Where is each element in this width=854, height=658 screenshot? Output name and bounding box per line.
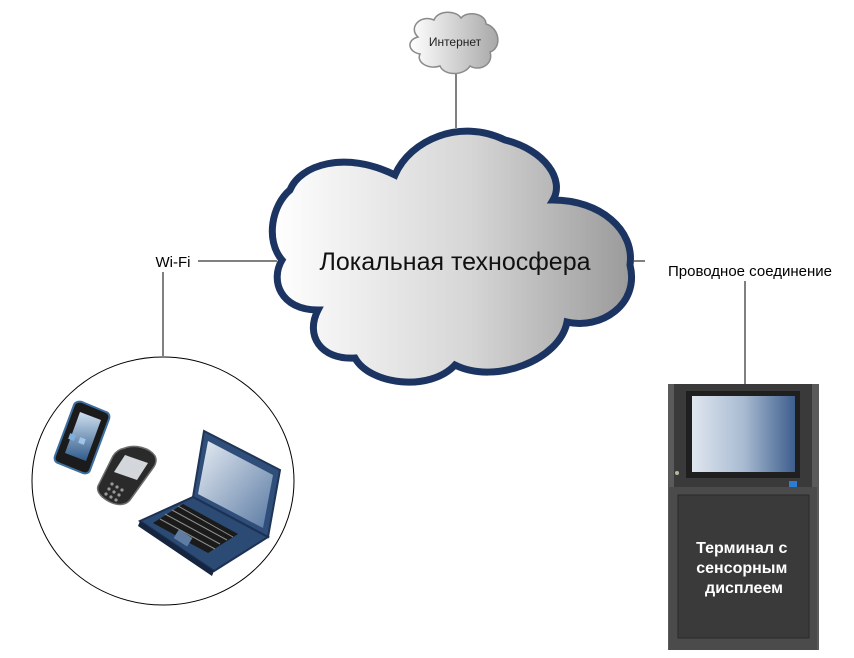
local-network-cloud: Локальная техносфера xyxy=(268,127,635,386)
local-network-label: Локальная техносфера xyxy=(319,248,590,276)
touchscreen-terminal: Терминал с сенсорным дисплеем xyxy=(668,384,819,650)
laptop-icon xyxy=(137,429,282,576)
terminal-indicator-left xyxy=(675,471,679,475)
mobile-devices-group xyxy=(31,356,295,606)
local-network-cloud-shape xyxy=(268,127,635,386)
terminal-status-led xyxy=(789,481,797,487)
wired-connection-label: Проводное соединение xyxy=(668,263,832,280)
terminal-label-line-1: Терминал с xyxy=(696,540,787,557)
terminal-screen xyxy=(692,396,795,472)
terminal-label: Терминал с сенсорным дисплеем xyxy=(696,540,792,597)
smartphone-icon xyxy=(53,400,111,475)
terminal-label-line-3: дисплеем xyxy=(705,580,783,597)
blackberry-phone-icon xyxy=(96,445,157,506)
internet-cloud: Интернет xyxy=(409,11,499,75)
wifi-label: Wi-Fi xyxy=(156,254,191,271)
terminal-label-line-2: сенсорным xyxy=(696,560,787,577)
terminal-cabinet-panel xyxy=(677,494,810,639)
internet-label: Интернет xyxy=(429,35,482,49)
internet-cloud-shape xyxy=(409,11,499,75)
